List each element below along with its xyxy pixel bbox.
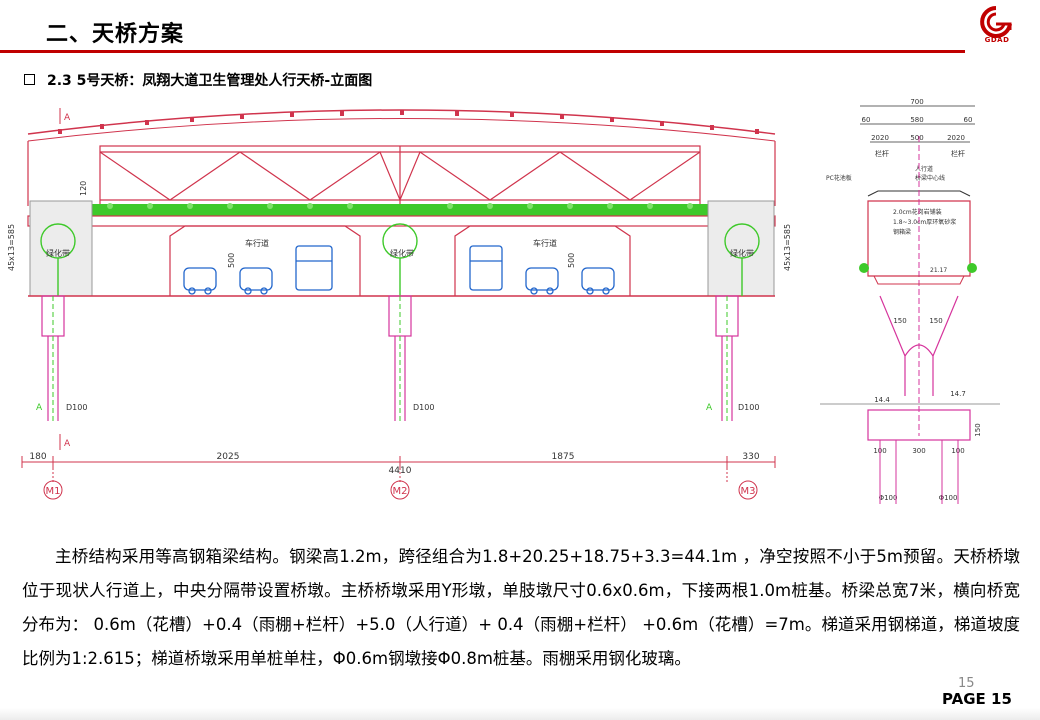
deck-note: 钢箱梁 bbox=[893, 228, 911, 236]
lane-label: 车行道 bbox=[245, 238, 269, 248]
description-paragraph: 主桥结构采用等高钢箱梁结构。钢梁高1.2m，跨径组合为1.8+20.25+18.… bbox=[22, 547, 1020, 668]
cross-section-view: 700 60 580 60 2020 500 2020 栏杆 栏杆 PC花池板 … bbox=[820, 98, 1000, 504]
span-label: 330 bbox=[742, 452, 759, 462]
rail-label: 栏杆 bbox=[951, 149, 965, 158]
pile-label: D100 bbox=[413, 403, 434, 412]
pier-label: M1 bbox=[46, 486, 61, 497]
bridge-elevation-drawing: 绿化带 绿化带 绿化带 车行道 车行道 120 45x13=585 45x13=… bbox=[7, 98, 1000, 504]
height-label: 45x13=585 bbox=[783, 224, 792, 271]
cs-pile-label: Φ100 bbox=[939, 494, 958, 502]
cs-width: 700 bbox=[910, 98, 923, 106]
section-mark: A bbox=[64, 113, 71, 123]
cs-label: PC花池板 bbox=[826, 174, 852, 182]
section-mark: A bbox=[36, 403, 43, 413]
deck-elevation: 21.17 bbox=[930, 267, 947, 274]
cs-label: 人行道 bbox=[915, 165, 933, 173]
deck-note: 2.0cm花岗岩铺装 bbox=[893, 208, 942, 216]
cs-width: 500 bbox=[910, 134, 923, 142]
section-mark: A bbox=[706, 403, 713, 413]
cap-width: 300 bbox=[912, 447, 925, 455]
span-label: 1875 bbox=[552, 452, 575, 462]
page-number: PAGE 15 bbox=[942, 690, 1012, 708]
total-length: 4410 bbox=[389, 466, 412, 476]
cs-pile-label: Φ100 bbox=[879, 494, 898, 502]
pile-label: D100 bbox=[66, 403, 87, 412]
page-title: 二、天桥方案 bbox=[46, 22, 185, 47]
height-label: 45x13=585 bbox=[7, 224, 16, 271]
cs-width: 580 bbox=[910, 116, 923, 124]
steel-box-girder bbox=[27, 215, 776, 227]
pier-width: 150 bbox=[929, 317, 942, 325]
logo-text: GDAD bbox=[984, 36, 1010, 44]
lane-label: 车行道 bbox=[533, 238, 557, 248]
cs-width: 2020 bbox=[871, 134, 889, 142]
pier-label: M2 bbox=[393, 486, 408, 497]
gdad-logo-icon bbox=[980, 6, 1012, 38]
rail-label: 栏杆 bbox=[875, 149, 889, 158]
section-heading: 2.3 5号天桥：凤翔大道卫生管理处人行天桥-立面图 bbox=[24, 70, 372, 90]
cap-height: 150 bbox=[974, 423, 982, 436]
left-stair bbox=[29, 200, 93, 297]
roof-brackets bbox=[58, 110, 759, 134]
ground-elev: 14.4 bbox=[874, 396, 890, 404]
pile-label: D100 bbox=[738, 403, 759, 412]
cs-width: 2020 bbox=[947, 134, 965, 142]
deck-note: 1.8~3.0cm厚环氧砂浆 bbox=[893, 218, 956, 226]
ground-elev: 14.7 bbox=[950, 390, 966, 398]
vehicles bbox=[183, 245, 615, 295]
tree-icons bbox=[40, 223, 760, 296]
footer-bar bbox=[0, 708, 1040, 720]
height-label: 500 bbox=[227, 253, 236, 268]
elevation-view: 绿化带 绿化带 绿化带 车行道 车行道 120 45x13=585 45x13=… bbox=[7, 108, 792, 500]
pier-width: 150 bbox=[893, 317, 906, 325]
cs-width: 60 bbox=[862, 116, 871, 124]
span-label: 180 bbox=[29, 452, 46, 462]
title-divider bbox=[0, 50, 965, 53]
height-label: 120 bbox=[79, 181, 88, 196]
page-number-small: 15 bbox=[958, 676, 975, 691]
planter-strip bbox=[92, 204, 712, 216]
tree-label: 绿化带 bbox=[390, 248, 414, 258]
tree-label: 绿化带 bbox=[46, 248, 70, 258]
tree-label: 绿化带 bbox=[730, 248, 754, 258]
section-heading-text: 2.3 5号天桥：凤翔大道卫生管理处人行天桥-立面图 bbox=[47, 73, 373, 89]
section-mark: A bbox=[64, 439, 71, 449]
height-label: 500 bbox=[567, 253, 576, 268]
span-label: 2025 bbox=[217, 452, 240, 462]
truss bbox=[27, 141, 776, 207]
dimension-line bbox=[21, 456, 776, 482]
square-bullet-icon bbox=[24, 73, 35, 85]
cs-label: 桥梁中心线 bbox=[915, 174, 945, 182]
piers bbox=[41, 295, 739, 421]
pier-label: M3 bbox=[741, 486, 756, 497]
cs-width: 60 bbox=[964, 116, 973, 124]
